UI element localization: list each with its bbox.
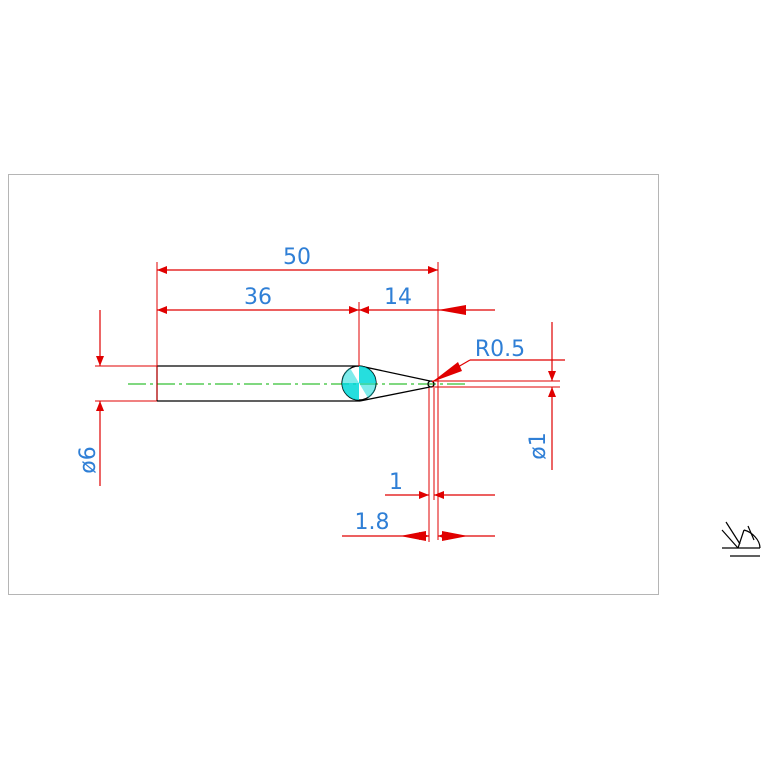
fillet-circle[interactable] <box>341 365 377 401</box>
arrow-head <box>432 362 462 382</box>
dimension-text-14: 14 <box>384 285 412 310</box>
grip-marker <box>359 366 376 383</box>
dimension-14[interactable]: 14 <box>359 285 495 315</box>
dimension-1-8[interactable]: 1.8 <box>342 510 495 541</box>
dimension-text-dia-1: ø1 <box>526 432 551 459</box>
arrow-head <box>442 531 468 541</box>
dimension-text-dia-6: ø6 <box>76 446 101 473</box>
dimension-36[interactable]: 36 <box>157 285 360 366</box>
grip-marker <box>341 368 359 383</box>
dimension-text-1: 1 <box>389 470 403 495</box>
arrow-head <box>438 305 466 315</box>
grip-marker <box>342 383 359 400</box>
drawing-frame <box>8 174 659 595</box>
ucs-icon <box>721 521 761 557</box>
dimension-text-36: 36 <box>244 285 272 310</box>
arrow-head <box>400 531 426 541</box>
dimension-r05[interactable]: R0.5 <box>431 337 565 383</box>
dimension-text-1-8: 1.8 <box>355 510 390 535</box>
grip-marker <box>359 383 377 398</box>
dimension-text-r05: R0.5 <box>475 337 525 362</box>
dimension-1[interactable]: 1 <box>385 388 495 542</box>
dimension-dia-6[interactable]: ø6 <box>76 310 157 486</box>
dimension-dia-1[interactable]: ø1 <box>432 322 560 470</box>
dimension-text-50: 50 <box>283 245 311 270</box>
